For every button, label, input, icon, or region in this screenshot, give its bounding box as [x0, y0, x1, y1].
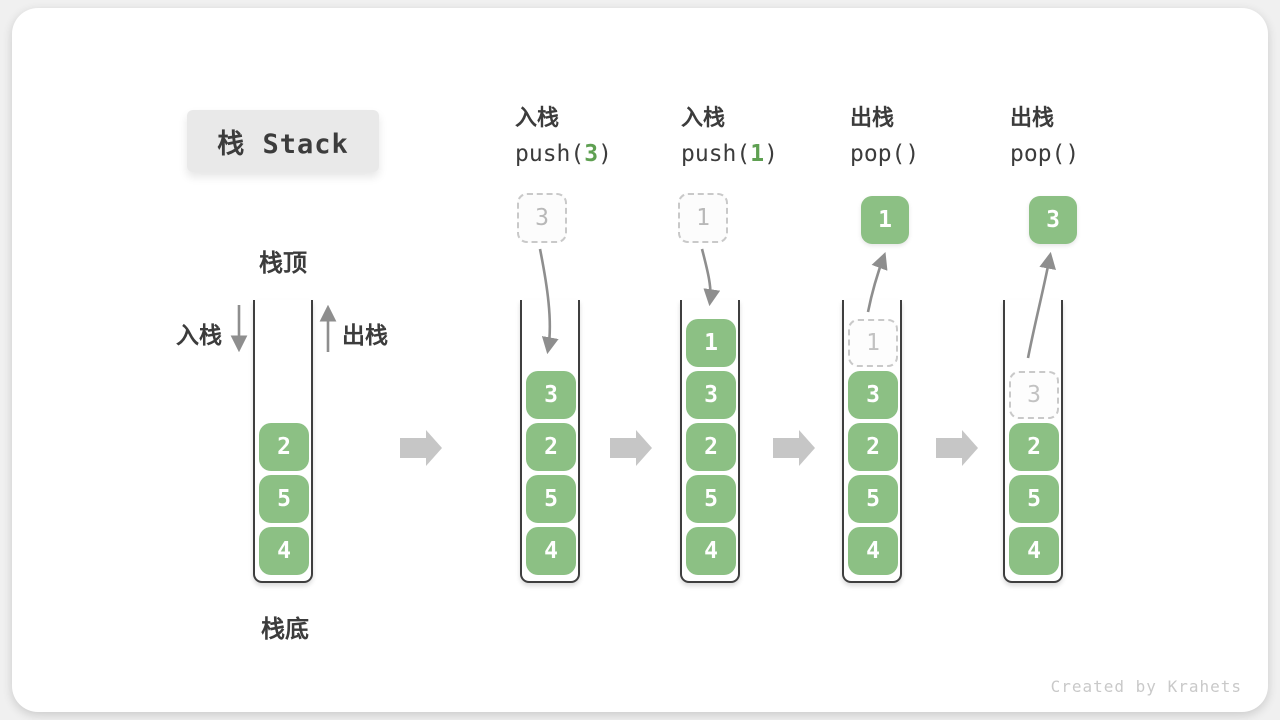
incoming-element: 1: [678, 193, 728, 243]
op-name: 入栈: [515, 106, 560, 131]
stack-block: 5: [848, 475, 898, 523]
flow-arrow-icon: [936, 430, 978, 466]
stack-block: 2: [259, 423, 309, 471]
op-code: pop(): [850, 141, 920, 167]
stack-block: 4: [526, 527, 576, 575]
op-name: 出栈: [850, 106, 895, 131]
stack-block: 3: [686, 371, 736, 419]
flow-arrow-icon: [773, 430, 815, 466]
stack-block: 5: [686, 475, 736, 523]
op-name: 出栈: [1010, 106, 1055, 131]
stack-block: 1: [686, 319, 736, 367]
stack-block: 5: [259, 475, 309, 523]
watermark: Created by Krahets: [1050, 677, 1242, 696]
stack-block: 3: [848, 371, 898, 419]
stack-bottom-label: 栈底: [261, 615, 309, 643]
stack-block: 2: [848, 423, 898, 471]
stack-container-after-push1: 1 3 2 5 4: [680, 300, 740, 583]
incoming-element: 3: [517, 193, 567, 243]
pop-label: 出栈: [342, 323, 388, 349]
op-header-pop-2: 出栈 pop(): [1010, 105, 1079, 168]
stack-container-after-push3: 3 2 5 4: [520, 300, 580, 583]
op-header-pop-1: 出栈 pop(): [850, 105, 919, 168]
stack-top-label: 栈顶: [259, 249, 307, 277]
op-code: push(1): [681, 141, 778, 167]
diagram-title-text: 栈 Stack: [217, 128, 349, 160]
stack-block: 4: [259, 527, 309, 575]
push-label: 入栈: [176, 323, 222, 349]
stack-block: 2: [686, 423, 736, 471]
stack-block: 5: [1009, 475, 1059, 523]
flow-arrow-icon: [400, 430, 442, 466]
stack-block: 3: [526, 371, 576, 419]
stack-block: 4: [848, 527, 898, 575]
op-code: push(3): [515, 141, 612, 167]
flow-arrow-icon: [610, 430, 652, 466]
stack-block: 4: [1009, 527, 1059, 575]
op-name: 入栈: [681, 106, 726, 131]
stack-container-initial: 2 5 4: [253, 300, 313, 583]
diagram-title: 栈 Stack: [187, 110, 379, 172]
popped-element: 3: [1029, 196, 1077, 244]
popped-ghost-slot: 1: [848, 319, 898, 367]
popped-element: 1: [861, 196, 909, 244]
op-arg: 3: [584, 141, 599, 167]
op-header-push-1: 入栈 push(1): [681, 105, 778, 168]
popped-ghost-slot: 3: [1009, 371, 1059, 419]
stack-block: 2: [1009, 423, 1059, 471]
op-code: pop(): [1010, 141, 1080, 167]
stack-block: 5: [526, 475, 576, 523]
op-arg: 1: [750, 141, 765, 167]
stack-block: 4: [686, 527, 736, 575]
stack-block: 2: [526, 423, 576, 471]
stack-container-after-pop1: 1 3 2 5 4: [842, 300, 902, 583]
op-header-push-3: 入栈 push(3): [515, 105, 612, 168]
stack-container-after-pop3: 3 2 5 4: [1003, 300, 1063, 583]
push-1-curve-arrow-icon: [700, 248, 721, 307]
